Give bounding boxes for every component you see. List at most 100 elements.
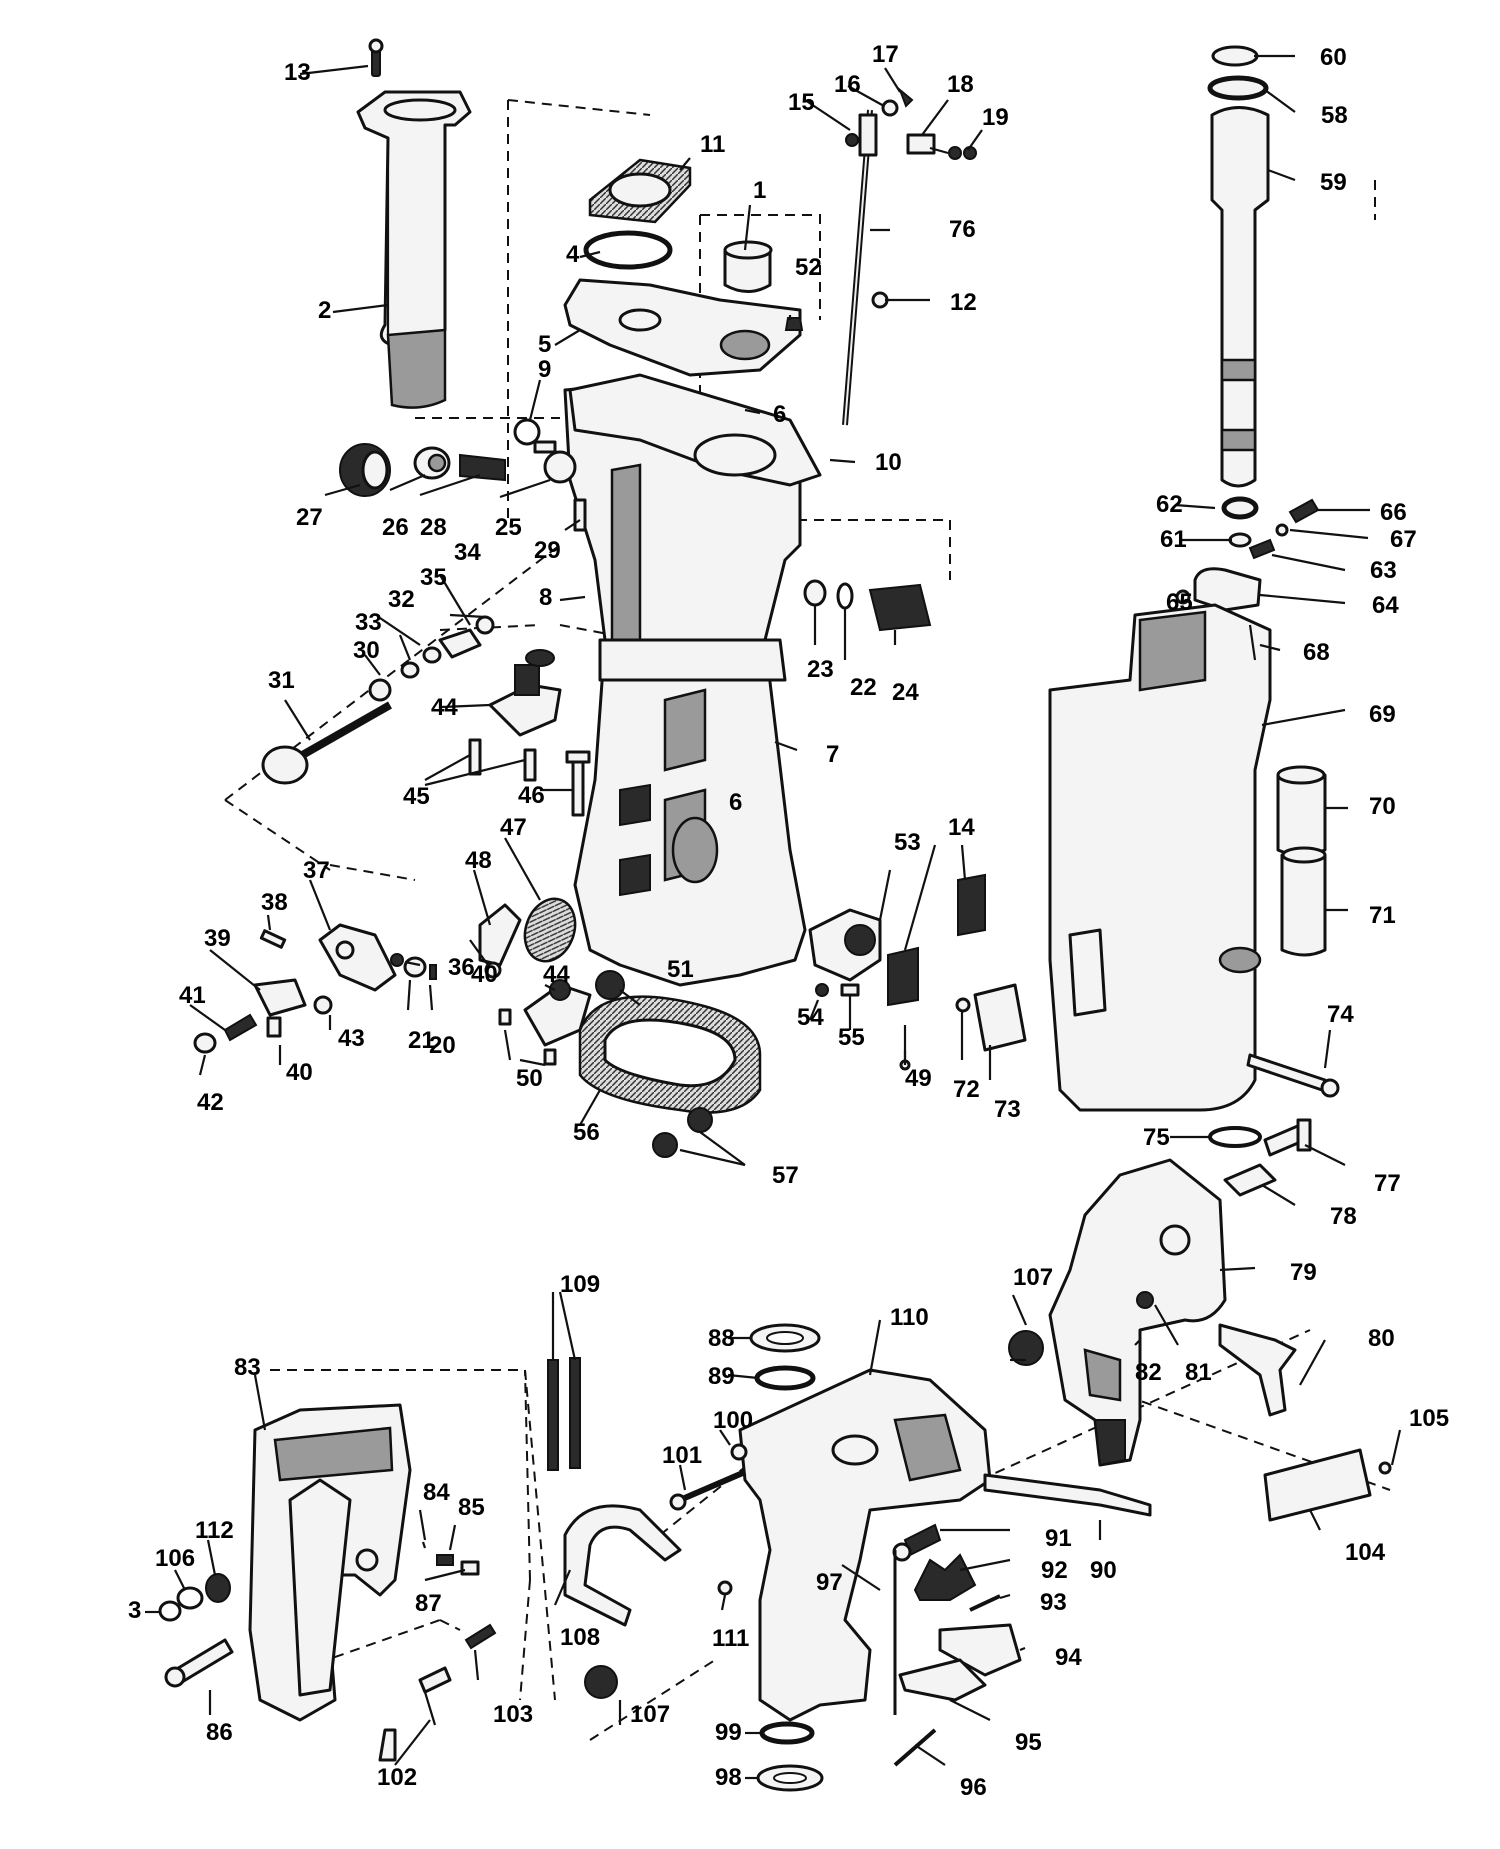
part-label: 9	[538, 356, 551, 383]
part-label: 2	[318, 297, 331, 324]
part-label: 37	[303, 857, 330, 884]
part-label: 107	[1013, 1264, 1053, 1291]
exhaust-tube	[356, 90, 472, 409]
rod-102	[378, 1666, 452, 1762]
part-label: 72	[953, 1076, 980, 1103]
part-label: 33	[355, 609, 382, 636]
screw-40-upper	[484, 961, 502, 979]
part-label: 69	[1369, 701, 1396, 728]
part-label: 44	[543, 961, 570, 988]
part-label: 47	[500, 814, 527, 841]
part-label: 4	[566, 241, 580, 268]
part-label: 94	[1055, 1644, 1082, 1671]
part-labels: 1234566789101112131415161718192021222324…	[128, 41, 1449, 1801]
block-92	[913, 1553, 977, 1601]
part-label: 5	[538, 331, 551, 358]
part-label: 8	[539, 584, 552, 611]
part-label: 50	[516, 1065, 543, 1092]
part-label: 18	[947, 71, 974, 98]
part-label: 15	[788, 89, 815, 116]
part-label: 81	[1185, 1359, 1212, 1386]
grommet	[339, 443, 391, 497]
part-label: 73	[994, 1096, 1021, 1123]
part-label: 23	[807, 656, 834, 683]
nut-54	[815, 983, 829, 997]
part-label: 90	[1090, 1557, 1117, 1584]
part-label: 32	[388, 586, 415, 613]
part-label: 54	[797, 1004, 824, 1031]
part-label: 3	[128, 1597, 141, 1624]
swivel-bracket-69	[1048, 603, 1272, 1112]
nut-23	[803, 579, 827, 607]
part-label: 77	[1374, 1170, 1401, 1197]
part-label: 51	[667, 956, 694, 983]
part-label: 104	[1345, 1539, 1386, 1566]
part-label: 102	[377, 1764, 417, 1791]
part-label: 14	[948, 814, 975, 841]
part-label: 108	[560, 1624, 600, 1651]
part-label: 41	[179, 982, 206, 1009]
spring-85	[436, 1554, 454, 1566]
steering-shaft-59	[1210, 106, 1270, 488]
screw-87	[460, 1560, 480, 1576]
part-label: 89	[708, 1363, 735, 1390]
lever-95	[898, 1658, 987, 1702]
bushing-107-upper	[1008, 1330, 1044, 1366]
ring-75	[1208, 1126, 1262, 1148]
part-label: 48	[465, 847, 492, 874]
shift-rod	[784, 86, 977, 426]
part-label: 24	[892, 679, 919, 706]
part-label: 17	[872, 41, 899, 68]
part-label: 55	[838, 1024, 865, 1051]
part-label: 80	[1368, 1325, 1395, 1352]
screw-111	[717, 1580, 733, 1596]
part-label: 10	[875, 449, 902, 476]
screw-29	[573, 498, 587, 532]
part-label: 103	[493, 1701, 533, 1728]
part-label: 61	[1160, 526, 1187, 553]
part-label: 34	[454, 539, 481, 566]
part-label: 109	[560, 1271, 600, 1298]
bushing-26	[413, 446, 451, 480]
clamp-bracket-83	[248, 1403, 412, 1722]
part-label: 110	[890, 1304, 929, 1331]
part-label: 75	[1143, 1124, 1170, 1151]
part-label: 13	[284, 59, 311, 86]
washer-88	[749, 1323, 821, 1353]
seal-56	[578, 995, 762, 1114]
bushing-107-lower	[584, 1665, 618, 1699]
washer-98	[756, 1764, 824, 1792]
knob-112	[205, 1573, 231, 1603]
screw-86	[164, 1638, 234, 1688]
seal-58	[1207, 75, 1269, 101]
mount-24	[868, 583, 932, 632]
part-label: 99	[715, 1719, 742, 1746]
part-label: 82	[1135, 1359, 1162, 1386]
washer-106	[176, 1586, 204, 1610]
screw-91	[892, 1523, 942, 1562]
part-label: 36	[448, 954, 475, 981]
part-label: 71	[1369, 902, 1396, 929]
grommet-51	[595, 970, 625, 1000]
part-label: 67	[1390, 526, 1417, 553]
cover-73	[973, 983, 1027, 1052]
part-label: 45	[403, 783, 430, 810]
screws-50	[498, 1008, 557, 1066]
part-label: 83	[234, 1354, 261, 1381]
part-label: 95	[1015, 1729, 1042, 1756]
spring-103	[464, 1623, 497, 1650]
shift-shaft	[261, 615, 495, 785]
bushing-71	[1280, 846, 1327, 957]
part-label: 46	[518, 782, 545, 809]
cap-60	[1211, 45, 1259, 67]
part-label: 74	[1327, 1001, 1354, 1028]
bolt-77	[1263, 1118, 1312, 1157]
part-label: 43	[338, 1025, 365, 1052]
part-label: 101	[662, 1442, 702, 1469]
part-label: 12	[950, 289, 977, 316]
ring-99	[759, 1721, 815, 1745]
screw-81	[1136, 1291, 1154, 1309]
part-label: 52	[795, 254, 822, 281]
bolt-74	[1246, 1053, 1340, 1098]
